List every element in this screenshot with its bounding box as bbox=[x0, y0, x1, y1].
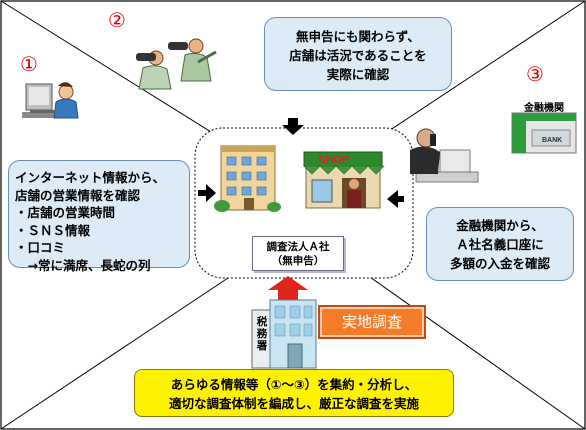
diagonal-line-tr bbox=[359, 0, 586, 151]
diagonal-line-br bbox=[359, 269, 586, 430]
arrow-up-red bbox=[268, 276, 308, 306]
marker-3: ③ bbox=[526, 62, 544, 86]
shop-sign-text: SHOP bbox=[318, 154, 349, 166]
tax-office-char: 税 bbox=[256, 316, 268, 328]
callout-summary: あらゆる情報等（①～③）を集約・分析し、 適切な調査体制を編成し、厳正な調査を実… bbox=[134, 369, 454, 417]
callout-bank-info: 金融機関から、 Ａ社名義口座に 多額の入金を確認 bbox=[426, 207, 574, 281]
marker-2: ② bbox=[108, 8, 126, 32]
callout-line: ・店舗の営業時間 bbox=[15, 205, 116, 220]
tax-office-char: 署 bbox=[256, 340, 268, 352]
callout-line: 実際に確認 bbox=[326, 67, 390, 82]
binoculars-people-icon bbox=[136, 38, 217, 90]
callout-line: 無申告にも関わらず、 bbox=[296, 29, 420, 44]
tax-office-char: 務 bbox=[256, 328, 268, 340]
callout-line: あらゆる情報等（①～③）を集約・分析し、 bbox=[170, 377, 418, 392]
bank-label: 金融機関 bbox=[524, 103, 564, 114]
callout-field-observation: 無申告にも関わらず、 店舗は活況であることを 実際に確認 bbox=[264, 17, 452, 91]
bank-sign-text: BANK bbox=[542, 137, 562, 144]
shop-icon: SHOP bbox=[303, 151, 385, 209]
callout-internet-info: インターネット情報から、 店舗の営業情報を確認 ・店舗の営業時間 ・ＳＮＳ情報 … bbox=[8, 160, 190, 273]
callout-line: →常に満席、長蛇の列 bbox=[15, 257, 151, 273]
diagonal-line-tl bbox=[0, 0, 241, 151]
callout-line: ・口コミ bbox=[15, 240, 66, 255]
bank-building-icon: BANK bbox=[511, 112, 577, 154]
company-status: （無申告） bbox=[271, 255, 325, 267]
callout-line: 店舗の営業情報を確認 bbox=[15, 187, 141, 203]
callout-line: Ａ社名義口座に bbox=[456, 237, 544, 252]
callout-line: 多額の入金を確認 bbox=[449, 256, 550, 271]
apartment-building-icon bbox=[214, 145, 281, 212]
callout-line: インターネット情報から、 bbox=[15, 170, 166, 185]
marker-1: ① bbox=[20, 52, 38, 76]
company-label-box: 調査法人Ａ社 （無申告） bbox=[252, 236, 344, 271]
person-at-computer-icon bbox=[22, 82, 79, 119]
person-on-phone-icon bbox=[410, 128, 479, 183]
tax-office-icon bbox=[251, 299, 317, 369]
company-name: 調査法人Ａ社 bbox=[266, 241, 330, 253]
diagonal-line-bl bbox=[0, 269, 241, 430]
onsite-investigation-label: 実地調査 bbox=[318, 305, 426, 339]
callout-line: 店舗は活況であることを bbox=[289, 48, 427, 63]
arrow-from-right bbox=[387, 190, 404, 208]
callout-line: 適切な調査体制を編成し、厳正な調査を実施 bbox=[168, 396, 419, 411]
callout-line: 金融機関から、 bbox=[456, 218, 544, 233]
callout-line: ・ＳＮＳ情報 bbox=[15, 222, 91, 238]
arrow-from-left bbox=[198, 184, 216, 202]
arrow-from-top bbox=[282, 118, 304, 135]
tax-office-label: 税 務 署 bbox=[256, 316, 268, 352]
